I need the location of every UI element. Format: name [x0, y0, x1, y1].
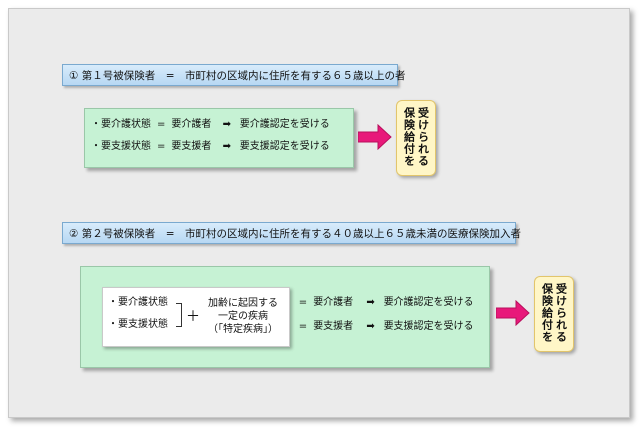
section1-condition-box	[84, 108, 354, 168]
cause-line-3: （「特定疾病」）	[208, 324, 278, 335]
result-label: 要介護認定を受ける	[383, 297, 474, 308]
pink-arrow-icon	[496, 300, 530, 326]
person-label: 要介護者	[171, 119, 212, 130]
equals-sign: =	[156, 141, 166, 152]
section1-row-care: ・要介護状態 = 要介護者 ➡ 要介護認定を受ける	[91, 118, 330, 132]
specified-disease-label: 加齢に起因する 一定の疾病 （「特定疾病」）	[200, 297, 286, 336]
right-arrow-icon: ➡	[222, 119, 231, 130]
equals-sign: =	[298, 321, 308, 332]
person-label: 要介護者	[313, 297, 354, 308]
section2-header: ② 第２号被保険者 = 市町村の区域内に住所を有する４０歳以上６５歳未満の医療保…	[62, 222, 521, 244]
equals-sign: =	[298, 297, 308, 308]
result-label: 要支援認定を受ける	[239, 141, 330, 152]
section1-header: ① 第１号被保険者 = 市町村の区域内に住所を有する６５歳以上の者	[62, 64, 406, 86]
section2-row-care: = 要介護者 ➡ 要介護認定を受ける	[296, 296, 474, 310]
badge-line-2: 保険給付を	[402, 107, 416, 167]
pink-arrow-icon	[358, 124, 392, 150]
result-label: 要支援認定を受ける	[383, 321, 474, 332]
state-bracket	[176, 303, 182, 327]
cause-line-1: 加齢に起因する	[208, 298, 278, 309]
right-arrow-icon: ➡	[366, 297, 375, 308]
section2-state-care: ・要介護状態	[108, 297, 168, 308]
section1-row-support: ・要支援状態 = 要支援者 ➡ 要支援認定を受ける	[91, 140, 330, 154]
right-arrow-icon: ➡	[222, 141, 231, 152]
state-label: ・要支援状態	[91, 141, 151, 152]
badge-line-1: 受けられる	[416, 107, 430, 167]
section1-benefit-badge: 受けられる 保険給付を	[396, 100, 436, 176]
result-label: 要介護認定を受ける	[239, 119, 330, 130]
person-label: 要支援者	[313, 321, 354, 332]
state-label: ・要介護状態	[91, 119, 151, 130]
right-arrow-icon: ➡	[366, 321, 375, 332]
section2-cause-box	[102, 287, 290, 347]
section2-benefit-badge: 受けられる 保険給付を	[534, 276, 574, 352]
section2-row-support: = 要支援者 ➡ 要支援認定を受ける	[296, 320, 474, 334]
plus-sign: ＋	[186, 309, 200, 325]
person-label: 要支援者	[171, 141, 212, 152]
badge-line-1: 受けられる	[554, 283, 568, 343]
badge-line-2: 保険給付を	[540, 283, 554, 343]
cause-line-2: 一定の疾病	[218, 311, 268, 322]
equals-sign: =	[156, 119, 166, 130]
section2-state-support: ・要支援状態	[108, 319, 168, 330]
